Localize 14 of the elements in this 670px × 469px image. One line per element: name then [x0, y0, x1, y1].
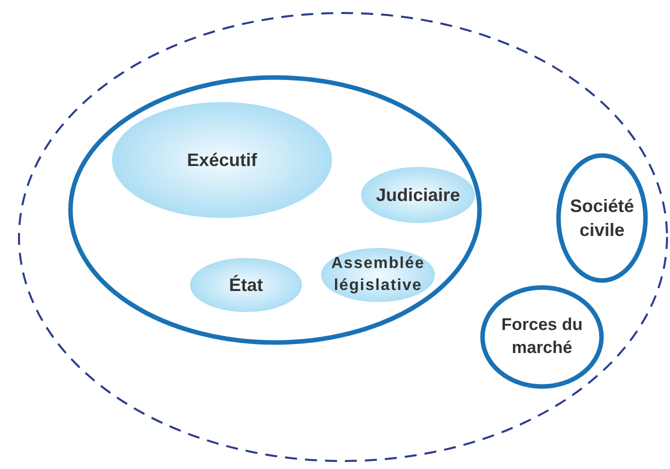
- ellipse-node: [190, 258, 302, 312]
- node-label: Judiciaire: [376, 184, 460, 207]
- ellipse-node: [321, 248, 435, 302]
- node-label: État: [228, 274, 263, 297]
- node-label: Forces du marché: [500, 314, 584, 359]
- ellipse-node: [480, 285, 604, 389]
- ellipse-node: [68, 75, 482, 345]
- ellipse-node: [112, 102, 332, 218]
- node-label: Société civile: [568, 194, 636, 242]
- ellipse-node: [361, 167, 475, 223]
- node-label: Exécutif: [186, 148, 258, 172]
- ellipse-node: [556, 153, 648, 283]
- ellipse-node: [18, 12, 668, 462]
- node-label: Assemblée législative: [330, 254, 426, 296]
